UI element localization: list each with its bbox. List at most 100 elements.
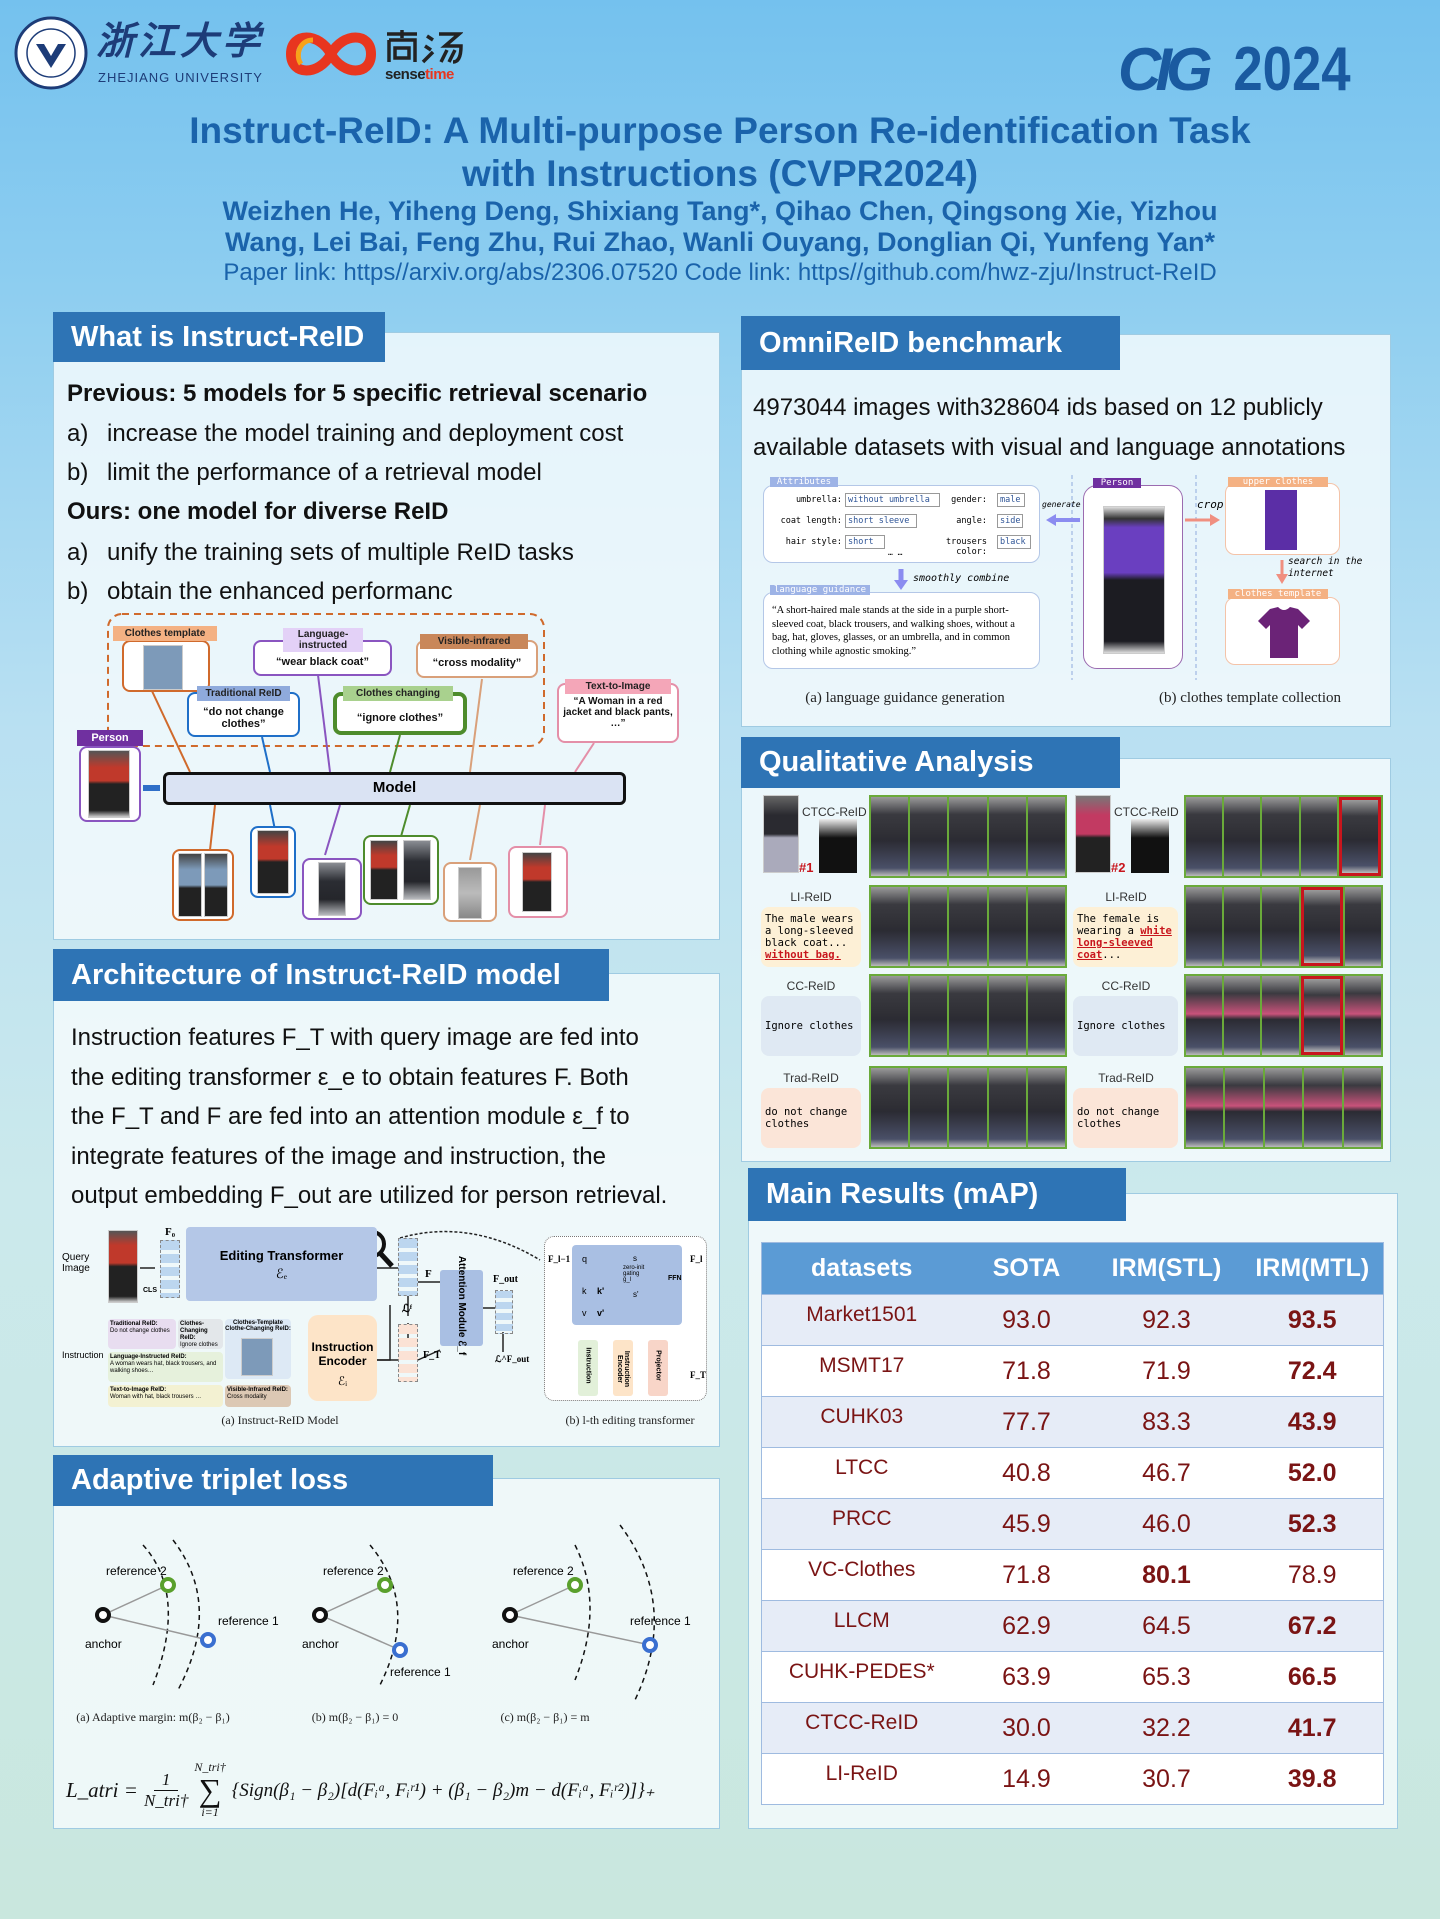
reference1-label: reference 1 — [390, 1665, 451, 1679]
ft-label: F_T — [423, 1350, 441, 1361]
attribute-key: angle: — [956, 516, 987, 526]
retrieval-result-correct — [1344, 887, 1382, 966]
retrieval-result-correct — [1224, 976, 1261, 1055]
instruction-text: The male wears a long-sleeved black coat… — [765, 913, 854, 949]
result-stl: 80.1 — [1142, 1560, 1191, 1589]
dataset-name: CUHK03 — [820, 1405, 904, 1428]
distance-arcs — [142, 1539, 201, 1691]
retrieval-result-correct — [1186, 887, 1223, 966]
clothes-template-photo — [819, 819, 857, 873]
row-label: Trad-ReID — [1098, 1071, 1154, 1085]
paper-code-links[interactable]: Paper link: https//arxiv.org/abs/2306.07… — [223, 259, 1217, 286]
instruction-text: Ignore clothes — [1077, 1020, 1166, 1032]
retrieval-result-correct — [910, 887, 948, 966]
instruction-text-wrap: The male wears a long-sleeved black coat… — [765, 913, 857, 961]
anchor-ref2-arrow — [102, 1584, 169, 1616]
retrieval-result-correct — [1186, 976, 1223, 1055]
retrieval-result-correct — [1304, 1068, 1342, 1147]
instruction-encoder-symbol: ℰᵢ — [337, 1374, 348, 1388]
formula-fraction: 1 N_tri† — [144, 1770, 188, 1811]
result-sota: 63.9 — [1002, 1662, 1051, 1691]
retrieval-result-correct — [1344, 976, 1382, 1055]
detail-ffn-label: FFN — [668, 1275, 682, 1282]
retrieval-results-strip — [869, 1066, 1067, 1149]
cls-label: CLS — [143, 1287, 157, 1294]
model-label: Model — [372, 779, 417, 796]
distance-arcs — [574, 1524, 656, 1701]
language-guidance-box — [763, 592, 1040, 669]
query-number: #1 — [799, 860, 814, 875]
generate-label: generate — [1042, 500, 1081, 509]
attribute-value: short sleeve — [845, 514, 917, 528]
anchor-ref1-arrow — [319, 1614, 401, 1651]
detail-projector-label: Projector — [654, 1350, 662, 1381]
attribute-key: hair style: — [785, 537, 842, 547]
language-instructed-label: Language-instructed — [283, 628, 363, 652]
ours-item-a: unify the training sets of multiple ReID… — [107, 539, 574, 566]
result-stl: 46.0 — [1142, 1509, 1191, 1538]
zju-seal-icon — [14, 16, 88, 90]
architecture-text-line: integrate features of the image and inst… — [71, 1142, 606, 1170]
reference1-label: reference 1 — [218, 1614, 279, 1628]
authors-line1: Weizhen He, Yiheng Deng, Shixiang Tang*,… — [222, 196, 1218, 226]
lfout-label: ℒ^F_out — [495, 1354, 530, 1364]
retrieval-result-correct — [1262, 887, 1299, 966]
retrieval-result-correct — [949, 797, 987, 876]
visible-infrared-quote: “cross modality” — [432, 657, 522, 669]
dataset-name: LTCC — [835, 1456, 889, 1479]
multitask-arrows — [107, 613, 595, 861]
retrieval-result-correct — [1186, 1068, 1224, 1147]
ours-item-b-marker: b) — [67, 578, 89, 605]
detail-s2-label: s' — [633, 1290, 639, 1299]
result-stl: 64.5 — [1142, 1611, 1191, 1640]
result-mtl: 78.9 — [1287, 1560, 1337, 1589]
detail-attention-block — [572, 1245, 682, 1325]
omni-heading: OmniReID benchmark — [741, 316, 1120, 370]
result-sota: 14.9 — [1002, 1764, 1051, 1793]
anchor-ref2-arrow — [319, 1584, 386, 1616]
sensetime-infinity-icon — [285, 32, 377, 76]
instruction-chip: Text-to-Image ReID:Woman with hat, black… — [108, 1385, 223, 1407]
retrieval-result-correct — [1186, 797, 1223, 876]
detail-k2-label: k' — [597, 1286, 605, 1296]
instruction-text-box: do not change clothes — [761, 1088, 861, 1148]
detail-f-prev-label: F_l−1 — [548, 1254, 571, 1264]
output-photo — [204, 853, 228, 917]
formula-sum-bottom: i=1 — [201, 1805, 219, 1819]
instruction-chip-title: Text-to-Image ReID: — [110, 1387, 167, 1393]
query-image-label: Query Image — [62, 1252, 90, 1274]
editing-transformer-box — [186, 1227, 377, 1301]
triplet-caption-b: (b) m(β₂ − β₁) = 0 — [311, 1710, 399, 1724]
detail-ft-label: F_T — [690, 1370, 707, 1380]
retrieval-result-correct — [1300, 797, 1337, 876]
detail-gating-label: zero-init gating g_l — [623, 1265, 645, 1283]
output-photo — [318, 862, 346, 916]
retrieval-result-correct — [910, 797, 948, 876]
query-number: #2 — [1111, 860, 1126, 875]
triplet-diagram-c — [502, 1524, 658, 1701]
retrieval-result-wrong — [1300, 976, 1343, 1055]
result-mtl: 43.9 — [1287, 1407, 1337, 1436]
retrieval-result-correct — [871, 1068, 909, 1147]
formula-denominator: N_tri† — [143, 1790, 189, 1810]
instruction-highlight: white long-sleeved coat — [1077, 925, 1172, 961]
attribute-value: without umbrella — [845, 493, 940, 507]
smoothly-combine-label: smoothly combine — [913, 573, 1010, 584]
reference2-point — [377, 1577, 393, 1593]
model-box — [163, 772, 626, 805]
architecture-heading: Architecture of Instruct-ReID model — [53, 949, 609, 1001]
architecture-text-line: the editing transformer ε_e to obtain fe… — [71, 1063, 629, 1091]
poster-title-line1: Instruct-ReID: A Multi-purpose Person Re… — [189, 110, 1251, 151]
instruction-chip: Traditional ReID:Do not change clothes — [108, 1319, 176, 1349]
result-sota: 40.8 — [1002, 1458, 1051, 1487]
lf-label: ℒᶠ — [402, 1303, 413, 1315]
result-stl: 92.3 — [1142, 1305, 1191, 1334]
instruction-text-box: Ignore clothes — [1073, 996, 1178, 1056]
attribute-value: side — [997, 514, 1023, 528]
instruction-text: Ignore clothes — [765, 1020, 854, 1032]
omni-person-photo — [1103, 506, 1165, 654]
reference2-label: reference 2 — [106, 1564, 167, 1578]
